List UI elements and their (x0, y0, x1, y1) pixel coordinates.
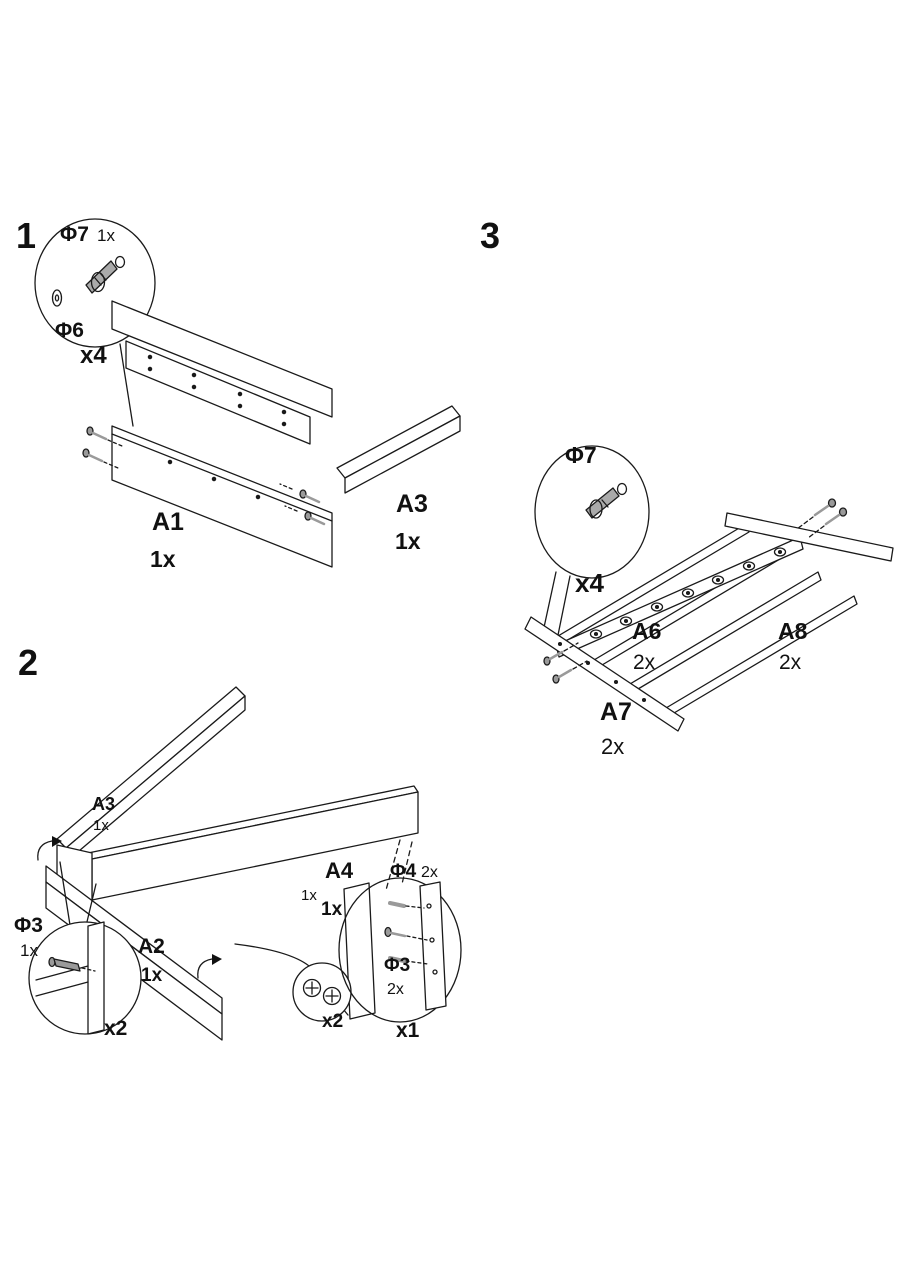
part-a3-qty: 1x (395, 528, 421, 554)
part-a8-label: A8 (778, 618, 808, 644)
step3-screws-left-icon (543, 642, 588, 684)
step3-screw-label: Φ7 (565, 442, 597, 468)
part-a3-label: A3 (396, 490, 428, 518)
step3-callout-circle (534, 445, 650, 579)
step1-multiplier: x4 (80, 342, 107, 369)
part-a7-qty: 2x (601, 734, 625, 759)
dowel-phi4-icon (388, 901, 425, 909)
step1-hole-strip (125, 340, 311, 445)
step1-screw-qty: 1x (97, 226, 115, 245)
part-a6-label: A6 (632, 618, 662, 644)
part-a6-qty: 2x (633, 651, 656, 674)
step3-multiplier: x4 (575, 568, 604, 598)
step2-phi3b-label: Φ3 (384, 955, 411, 976)
step3-number: 3 (480, 215, 501, 256)
step1-screws-left-icon (82, 426, 123, 469)
step1-top-rail (111, 300, 333, 418)
step2-phi3-qty: 1x (20, 941, 38, 960)
step2-number: 2 (18, 642, 39, 683)
part-a4-label: A4 (325, 858, 354, 883)
step2-phi3b-qty: 2x (387, 981, 404, 998)
step1-screws-right-icon (279, 483, 326, 526)
step3-illustration (524, 445, 894, 732)
part-a3-rail (336, 405, 461, 479)
step2-bracket-callout-ellipse (338, 877, 462, 1023)
step2-phi3-label: Φ3 (14, 914, 43, 937)
step2-bracket-detail (384, 881, 447, 1011)
part-a7-rail (524, 616, 685, 732)
screw-phi7-icon (585, 482, 628, 519)
part-a1-qty: 1x (150, 546, 176, 572)
screw-phi7-icon (85, 255, 126, 294)
step2-a3-qty: 1x (93, 817, 109, 834)
screw-phi3-icon (48, 956, 96, 972)
step1-screw-label: Φ7 (60, 223, 89, 246)
step2-a3-label: A3 (92, 794, 116, 814)
step2-illustration (28, 686, 462, 1041)
step3-screws-right-icon (796, 498, 848, 539)
step2-corner-detail (35, 921, 105, 1035)
part-a4-board (343, 882, 376, 1020)
step2-far-rail (56, 686, 246, 849)
cam-screw-heads-icon (302, 978, 342, 1006)
step2-corner-callout-circle (28, 921, 142, 1035)
step2-phi4-qty: 2x (421, 864, 438, 881)
part-a8-qty: 2x (779, 651, 802, 674)
rotate-arrow-icon (37, 836, 62, 861)
part-a2-label: A2 (138, 935, 165, 958)
step2-corner-multiplier: x2 (104, 1017, 128, 1040)
washer-phi6-icon (51, 289, 63, 307)
rotate-arrow-icon (197, 954, 222, 979)
step1-washer-label: Φ6 (55, 319, 84, 342)
part-a1-label: A1 (152, 508, 184, 536)
dowel-phi4-icon (388, 956, 429, 965)
part-a4-qty-small: 1x (301, 887, 317, 904)
step1-callout-circle (34, 218, 156, 348)
step2-bracket-multiplier: x1 (396, 1019, 420, 1042)
step1-illustration (34, 218, 461, 568)
part-a4-qty-bold: 1x (321, 899, 343, 920)
part-a7-label: A7 (600, 698, 632, 726)
step2-phi4-label: Φ4 (390, 861, 417, 882)
part-a2-qty: 1x (141, 965, 163, 986)
step2-cam-multiplier: x2 (322, 1011, 344, 1032)
step1-number: 1 (16, 215, 37, 256)
screw-phi3-icon (384, 926, 428, 941)
part-a1-panel (111, 425, 333, 568)
